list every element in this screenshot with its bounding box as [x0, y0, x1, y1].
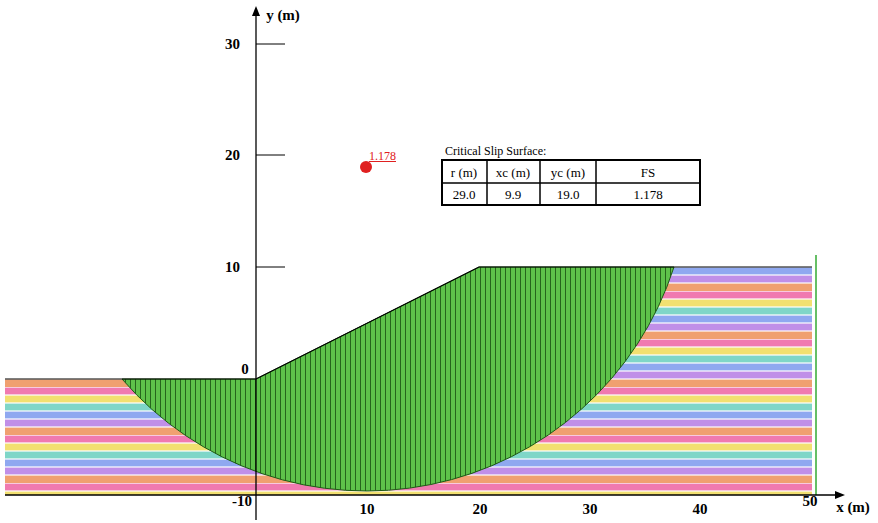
- table-cell: r (m): [451, 166, 477, 179]
- tick-label: 30: [225, 37, 240, 52]
- table-cell: FS: [641, 166, 655, 179]
- table-cell: xc (m): [496, 166, 530, 179]
- tick-label: -10: [232, 494, 252, 509]
- tick-label: 20: [473, 502, 488, 517]
- axis-title: y (m): [266, 8, 300, 23]
- table-cell: yc (m): [551, 166, 585, 179]
- table-title: Critical Slip Surface:: [445, 145, 546, 157]
- axis-title: x (m): [836, 500, 870, 515]
- tick-label: 10: [360, 502, 375, 517]
- table-cell: 1.178: [633, 188, 662, 201]
- table-cell: 9.9: [505, 188, 521, 201]
- tick-label: 30: [583, 502, 598, 517]
- tick-label: 20: [225, 148, 240, 163]
- fs-marker-label: 1.178: [369, 150, 396, 162]
- tick-label: 50: [803, 494, 818, 509]
- tick-label: 40: [693, 502, 708, 517]
- table-cell: 19.0: [557, 188, 580, 201]
- tick-label: 10: [225, 260, 240, 275]
- table-cell: 29.0: [453, 188, 476, 201]
- tick-label: 0: [241, 362, 249, 377]
